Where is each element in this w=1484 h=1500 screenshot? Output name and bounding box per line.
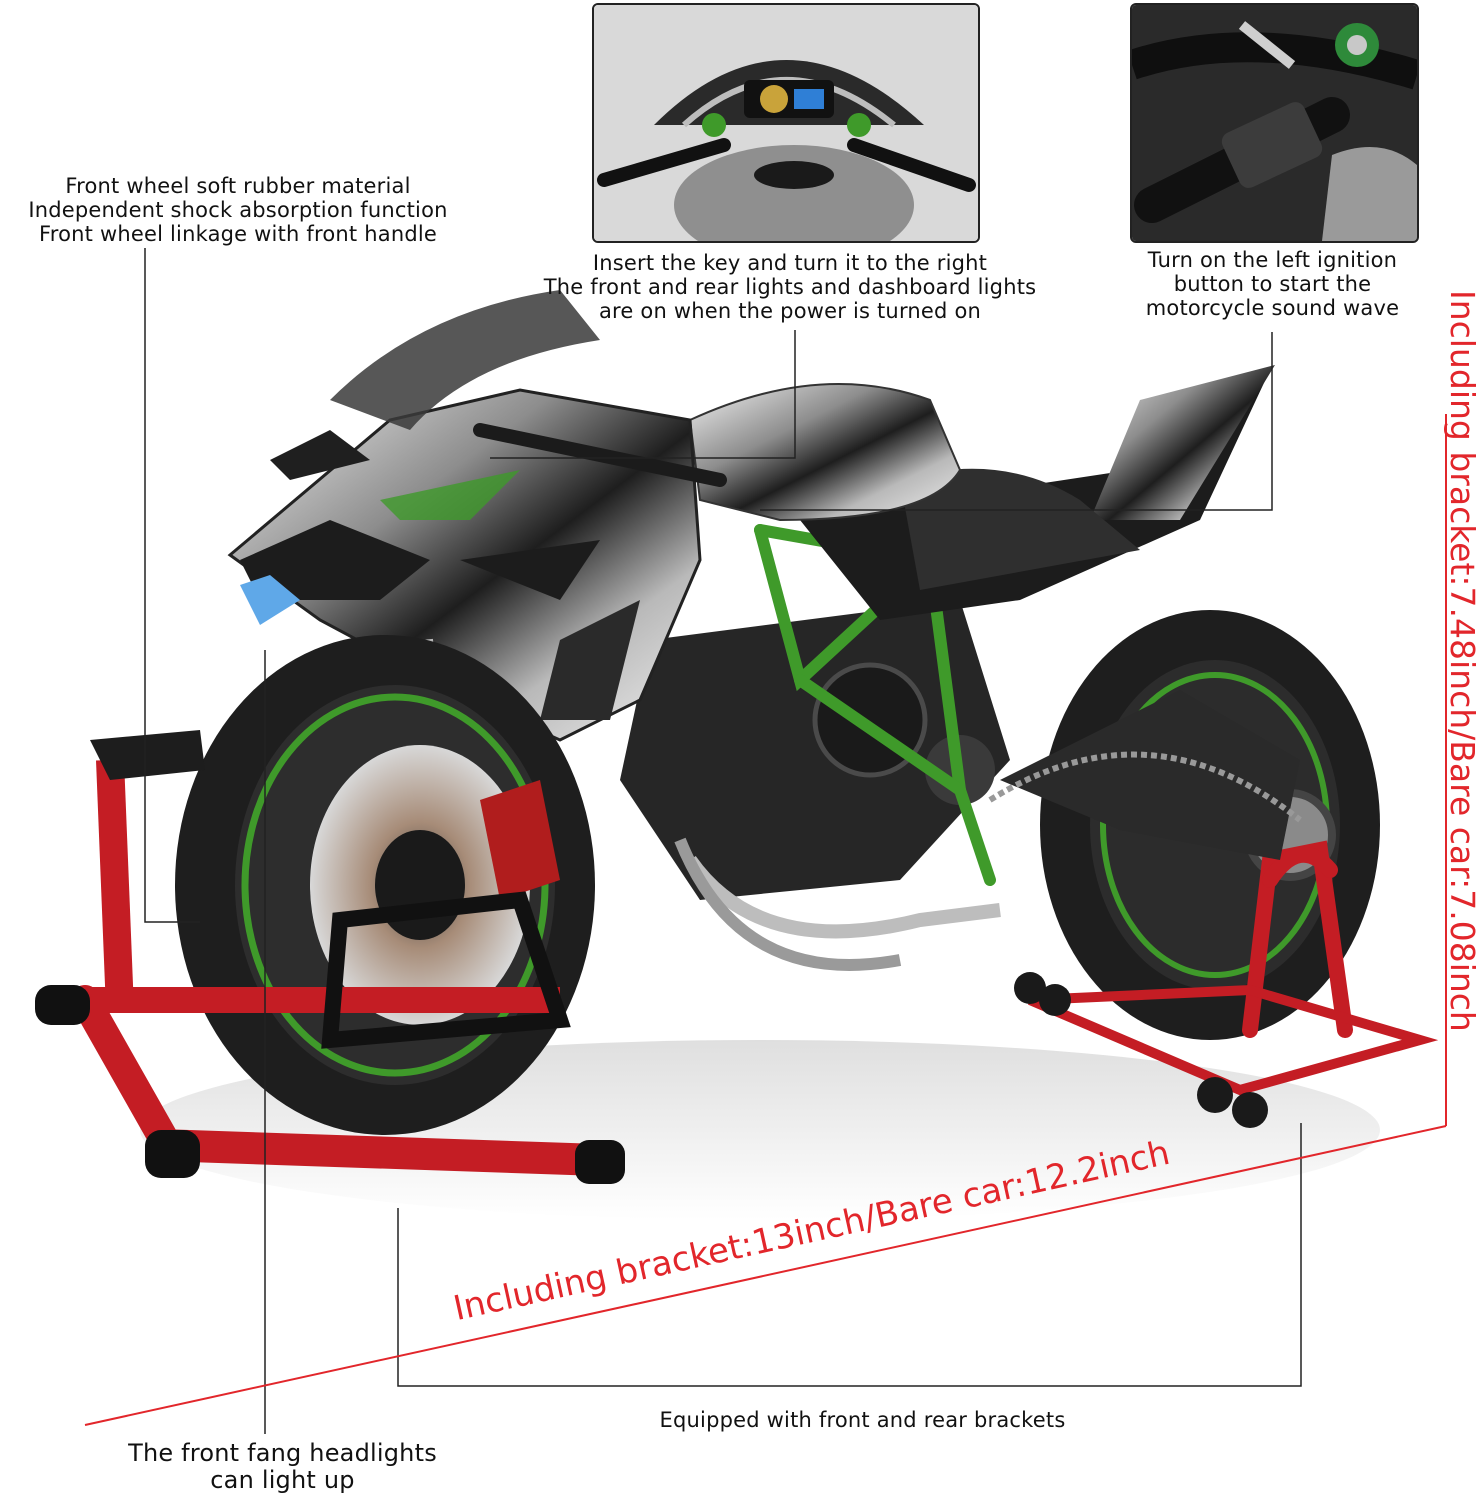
headlights-callout: The front fang headlights can light up	[90, 1440, 475, 1494]
callout-lines	[144, 248, 1302, 1434]
ignition-callout: Turn on the left ignition button to star…	[1120, 248, 1425, 320]
ignition-callout-line2: button to start the	[1173, 272, 1372, 296]
front-stand	[35, 730, 625, 1184]
front-wheel	[175, 635, 595, 1135]
dimension-lines	[84, 414, 1447, 1426]
front-wheel-callout-line3: Front wheel linkage with front handle	[38, 222, 438, 246]
brackets-callout-line1: Equipped with front and rear brackets	[659, 1408, 1066, 1432]
front-wheel-callout-line2: Independent shock absorption function	[28, 198, 448, 222]
windscreen	[330, 290, 600, 430]
fuel-tank	[688, 383, 962, 522]
key-callout-line2: The front and rear lights and dashboard …	[543, 275, 1037, 299]
dashboard-inset	[592, 3, 980, 243]
ignition-callout-line3: motorcycle sound wave	[1145, 296, 1400, 320]
headlights-callout-line1: The front fang headlights	[128, 1439, 437, 1467]
height-dimension-label: Including bracket:7.48inch/Bare car:7.08…	[1443, 290, 1482, 1032]
key-callout: Insert the key and turn it to the right …	[500, 251, 1080, 323]
brackets-callout: Equipped with front and rear brackets	[620, 1408, 1105, 1432]
mirror	[270, 430, 370, 480]
swingarm	[1000, 690, 1300, 860]
dashboard-closeup-photo	[594, 5, 978, 241]
ignition-callout-line1: Turn on the left ignition	[1147, 248, 1398, 272]
front-wheel-callout-line1: Front wheel soft rubber material	[65, 174, 411, 198]
seat-tail	[800, 365, 1275, 620]
handlebar-inset	[1130, 3, 1419, 243]
key-callout-line3: are on when the power is turned on	[598, 299, 982, 323]
headlights-callout-line2: can light up	[210, 1466, 355, 1494]
handlebar	[473, 423, 727, 487]
rear-stand	[1014, 840, 1439, 1128]
left-handlebar-closeup-photo	[1132, 5, 1417, 241]
front-wheel-callout: Front wheel soft rubber material Indepen…	[0, 174, 476, 246]
key-callout-line1: Insert the key and turn it to the right	[592, 251, 988, 275]
front-fairing	[227, 388, 702, 742]
